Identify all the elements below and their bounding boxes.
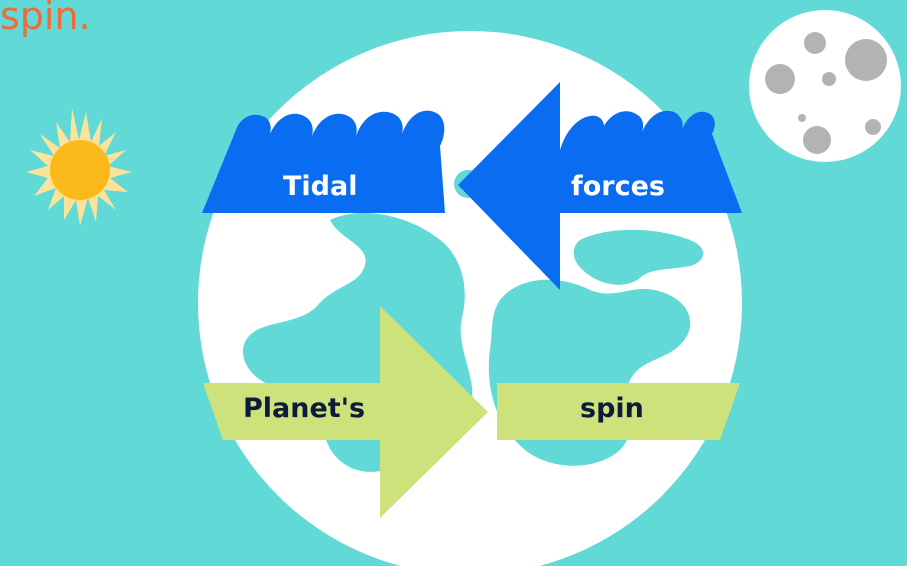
sun-disc <box>50 140 110 200</box>
moon-crater <box>765 64 795 94</box>
caption-text: spin. <box>0 0 91 38</box>
moon-crater <box>822 72 836 86</box>
moon-crater <box>865 119 881 135</box>
tidal-label: Tidal <box>283 171 357 202</box>
moon-crater <box>845 39 887 81</box>
sun-icon <box>26 108 132 226</box>
moon-crater <box>803 126 831 154</box>
moon-crater <box>804 32 826 54</box>
forces-label: forces <box>571 171 665 202</box>
planets-label: Planet's <box>243 393 365 424</box>
moon-crater <box>798 114 806 122</box>
spin-label: spin <box>580 393 644 424</box>
planet <box>198 31 742 566</box>
moon-icon <box>749 10 901 162</box>
